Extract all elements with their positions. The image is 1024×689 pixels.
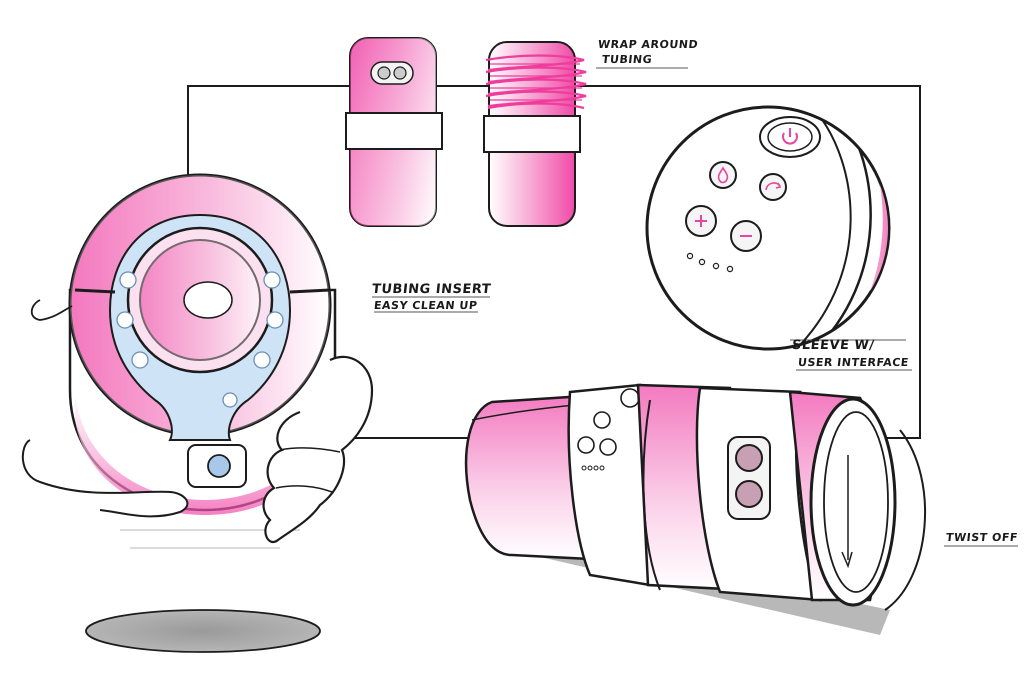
floor-shadow	[85, 609, 321, 653]
side-button-3[interactable]	[599, 438, 617, 456]
wrapped-tubing-scribble	[485, 54, 587, 110]
wrap-around-label-line2: TUBING	[601, 53, 653, 66]
twist-off-label: TWIST OFF	[945, 531, 1019, 544]
drop-button[interactable]	[709, 161, 737, 189]
side-button-1[interactable]	[593, 411, 611, 429]
side-button-2[interactable]	[577, 436, 595, 454]
sleeve-label-line1: SLEEVE W/	[791, 338, 876, 353]
front-button[interactable]	[207, 454, 231, 478]
interface-detail-callout	[645, 105, 891, 351]
repeat-button[interactable]	[759, 173, 787, 201]
button-pill	[370, 61, 414, 85]
sleeve-with-tubing	[483, 41, 587, 227]
minus-button[interactable]	[730, 220, 762, 252]
tubing-insert-label-line2: EASY CLEAN UP	[373, 299, 479, 312]
twist-rotation-arc	[884, 429, 926, 611]
device-top-view-in-hand	[21, 173, 374, 549]
drop-icon	[717, 166, 729, 184]
side-button-top[interactable]	[620, 388, 640, 408]
plate-button-lower[interactable]	[735, 480, 763, 508]
power-button[interactable]	[759, 116, 821, 158]
repeat-icon	[765, 182, 782, 191]
tubing-insert-label-line1: TUBING INSERT	[371, 282, 492, 297]
sleeve-label-line2: USER INTERFACE	[797, 356, 910, 369]
plus-icon	[695, 215, 707, 227]
plate-button-upper[interactable]	[735, 444, 763, 472]
left-hand	[21, 439, 189, 518]
device-side-view	[464, 383, 926, 635]
wrap-around-label-line1: WRAP AROUND	[597, 38, 699, 51]
plus-button[interactable]	[685, 205, 717, 237]
indicator-dots	[686, 252, 734, 273]
sleeve-front-view	[345, 37, 443, 227]
power-icon	[782, 128, 798, 145]
